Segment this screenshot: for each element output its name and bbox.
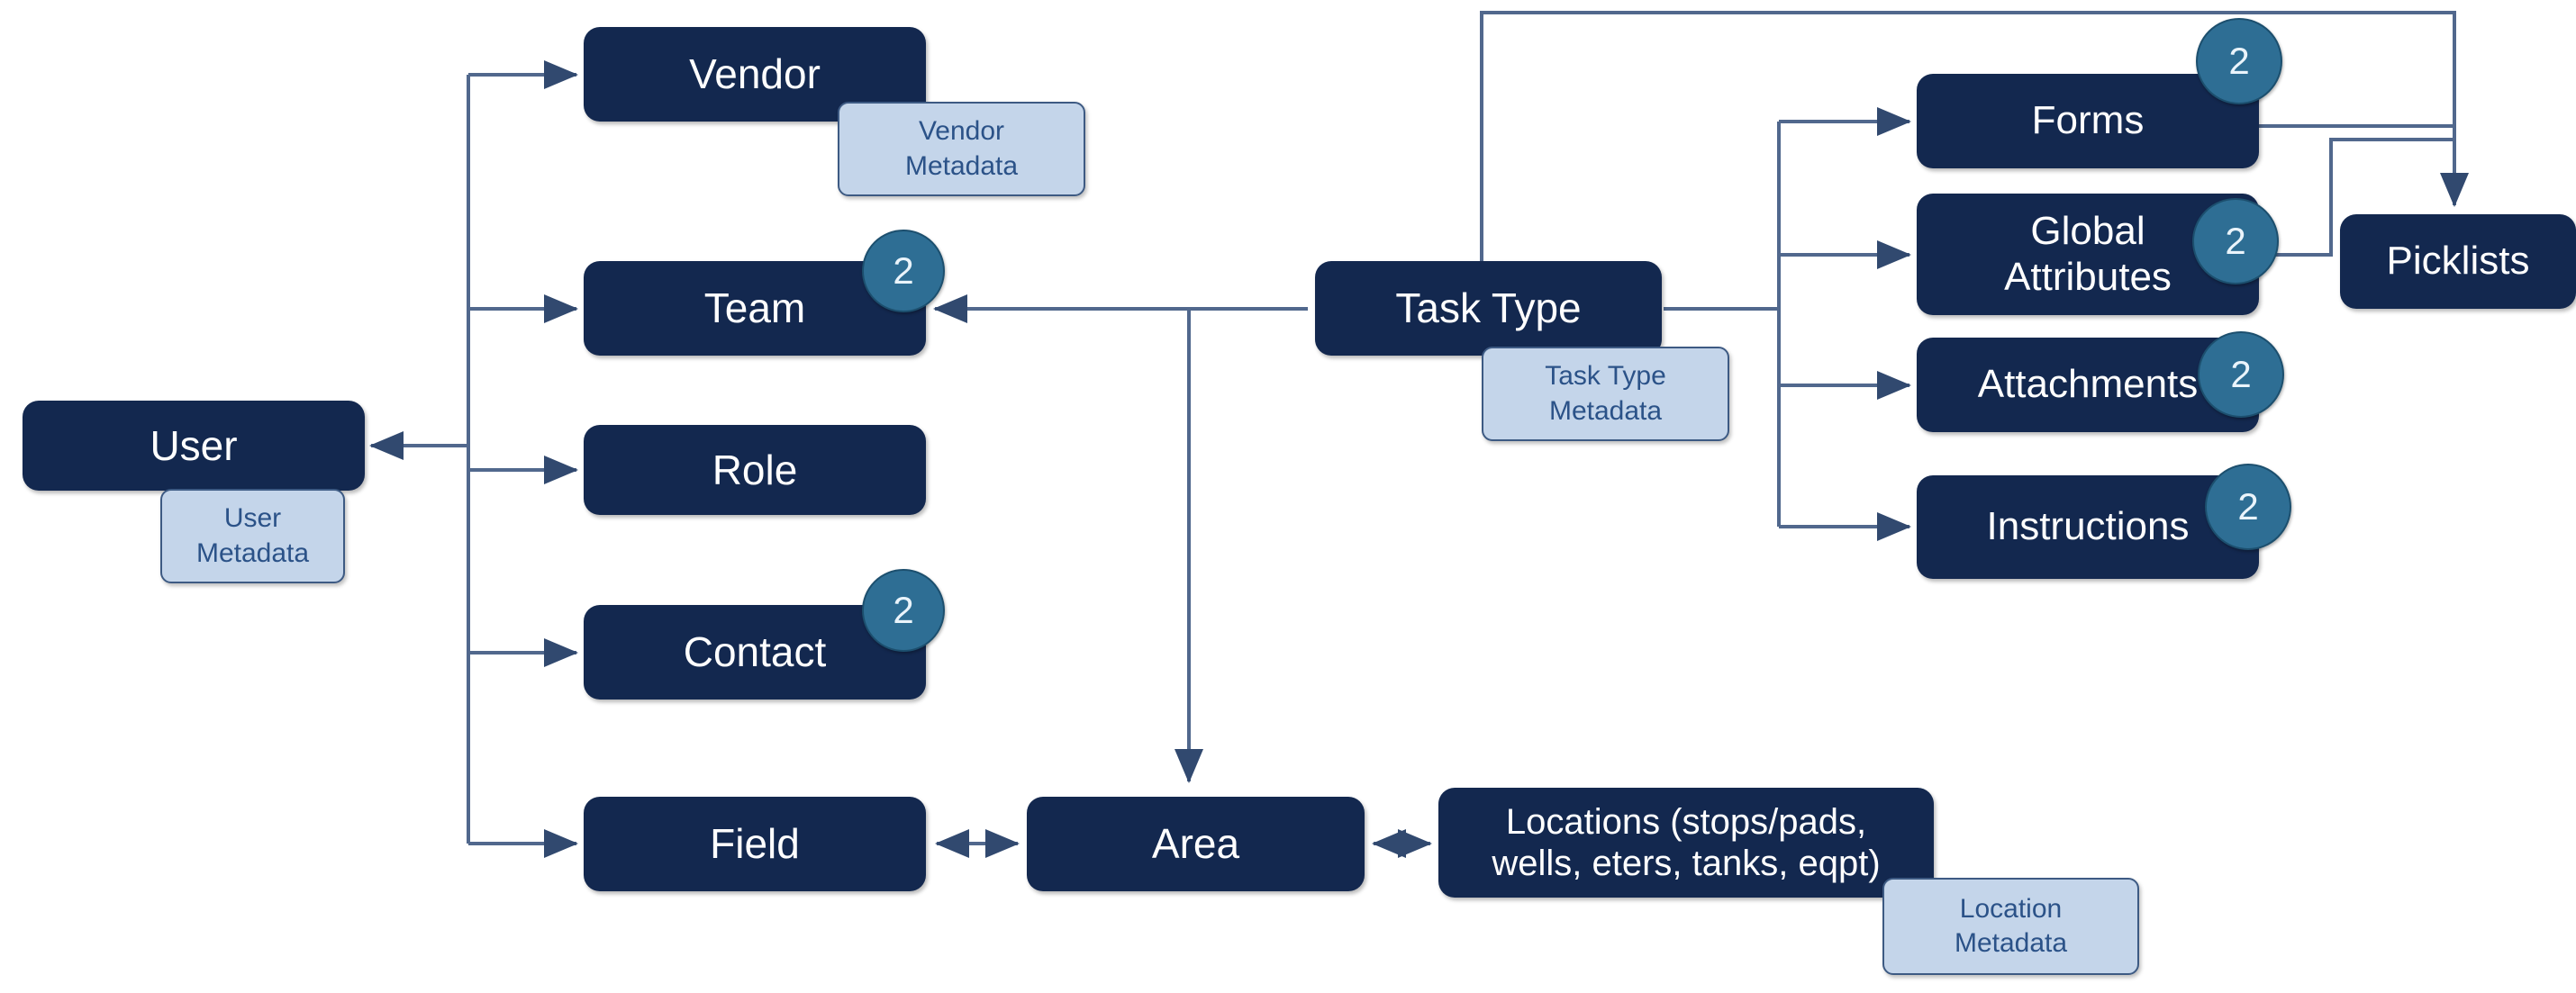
badge-contact-count[interactable]: 2 — [862, 569, 945, 652]
node-contact-label: Contact — [683, 628, 827, 676]
node-task-type[interactable]: Task Type — [1315, 261, 1662, 356]
node-role-label: Role — [712, 446, 798, 493]
badge-contact-count-label: 2 — [893, 589, 914, 631]
badge-global-attributes-count[interactable]: 2 — [2192, 198, 2279, 284]
node-contact[interactable]: Contact — [584, 605, 926, 700]
badge-forms-count-label: 2 — [2228, 40, 2250, 82]
node-attachments-label: Attachments — [1977, 362, 2199, 407]
badge-global-attributes-count-label: 2 — [2225, 220, 2246, 262]
node-team[interactable]: Team — [584, 261, 926, 356]
node-instructions[interactable]: Instructions — [1917, 475, 2259, 579]
metadata-note-location-label: Location Metadata — [1954, 893, 2068, 958]
node-field[interactable]: Field — [584, 797, 926, 891]
badge-instructions-count-label: 2 — [2237, 485, 2259, 528]
badge-forms-count[interactable]: 2 — [2196, 18, 2282, 104]
node-role[interactable]: Role — [584, 425, 926, 515]
badge-attachments-count[interactable]: 2 — [2198, 331, 2284, 418]
metadata-note-task-type[interactable]: Task Type Metadata — [1482, 347, 1729, 441]
node-vendor-label: Vendor — [689, 50, 821, 98]
badge-team-count-label: 2 — [893, 249, 914, 292]
metadata-note-task-type-label: Task Type Metadata — [1545, 361, 1666, 426]
metadata-note-user-label: User Metadata — [195, 503, 310, 568]
badge-attachments-count-label: 2 — [2230, 353, 2252, 395]
metadata-note-user[interactable]: User Metadata — [160, 489, 345, 583]
node-forms-label: Forms — [2031, 98, 2145, 143]
node-picklists[interactable]: Picklists — [2340, 214, 2576, 309]
node-locations[interactable]: Locations (stops/pads, wells, eters, tan… — [1438, 788, 1934, 898]
node-user[interactable]: User — [23, 401, 365, 491]
node-field-label: Field — [710, 820, 800, 868]
node-picklists-label: Picklists — [2386, 239, 2530, 284]
badge-instructions-count[interactable]: 2 — [2205, 464, 2291, 550]
node-user-label: User — [150, 421, 238, 469]
node-area-label: Area — [1151, 820, 1240, 868]
node-instructions-label: Instructions — [1986, 504, 2190, 549]
badge-team-count[interactable]: 2 — [862, 230, 945, 312]
metadata-note-location[interactable]: Location Metadata — [1882, 878, 2139, 975]
node-area[interactable]: Area — [1027, 797, 1365, 891]
metadata-note-vendor-label: Vendor Metadata — [904, 116, 1019, 181]
node-locations-label: Locations (stops/pads, wells, eters, tan… — [1492, 802, 1881, 883]
metadata-note-vendor[interactable]: Vendor Metadata — [838, 102, 1085, 196]
node-team-label: Team — [703, 284, 806, 332]
node-task-type-label: Task Type — [1395, 284, 1582, 332]
